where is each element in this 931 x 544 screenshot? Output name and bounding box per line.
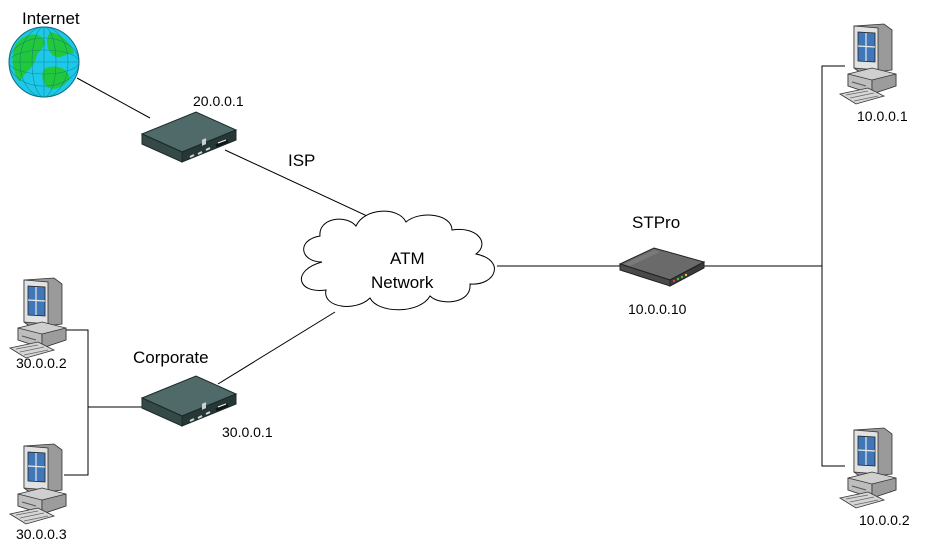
modem-icon: [618, 247, 706, 287]
pc-bottom-right-ip-label: 10.0.0.2: [859, 512, 910, 528]
pc-top-right-ip-label: 10.0.0.1: [857, 108, 908, 124]
stpro-label: STPro: [632, 213, 680, 232]
corporate-label: Corporate: [133, 348, 209, 367]
line-cloud-corporate-router: [217, 311, 336, 385]
corporate-router-ip-label: 30.0.0.1: [222, 424, 273, 440]
isp-label: ISP: [288, 151, 315, 170]
atm-label-line2: Network: [371, 273, 434, 292]
internet-label: Internet: [22, 9, 80, 28]
line-left-bus: [64, 329, 89, 476]
globe-icon: [8, 26, 80, 98]
pc-left-bottom-ip-label: 30.0.0.3: [16, 526, 67, 542]
atm-label-line1: ATM: [390, 249, 425, 268]
computer-icon: [839, 427, 897, 509]
computer-icon: [839, 23, 897, 105]
stpro-ip-label: 10.0.0.10: [628, 301, 687, 317]
router-icon: [140, 374, 238, 428]
line-internet-isp-router: [76, 77, 151, 119]
router-icon: [140, 110, 238, 164]
line-isp-router-cloud: [224, 149, 394, 229]
computer-icon: [9, 443, 67, 525]
isp-router-ip-label: 20.0.0.1: [193, 93, 244, 109]
pc-left-top-ip-label: 30.0.0.2: [16, 355, 67, 371]
line-right-bus: [821, 65, 845, 467]
connection-lines: [64, 65, 845, 476]
cloud-icon: [301, 210, 495, 311]
computer-icon: [9, 277, 67, 359]
